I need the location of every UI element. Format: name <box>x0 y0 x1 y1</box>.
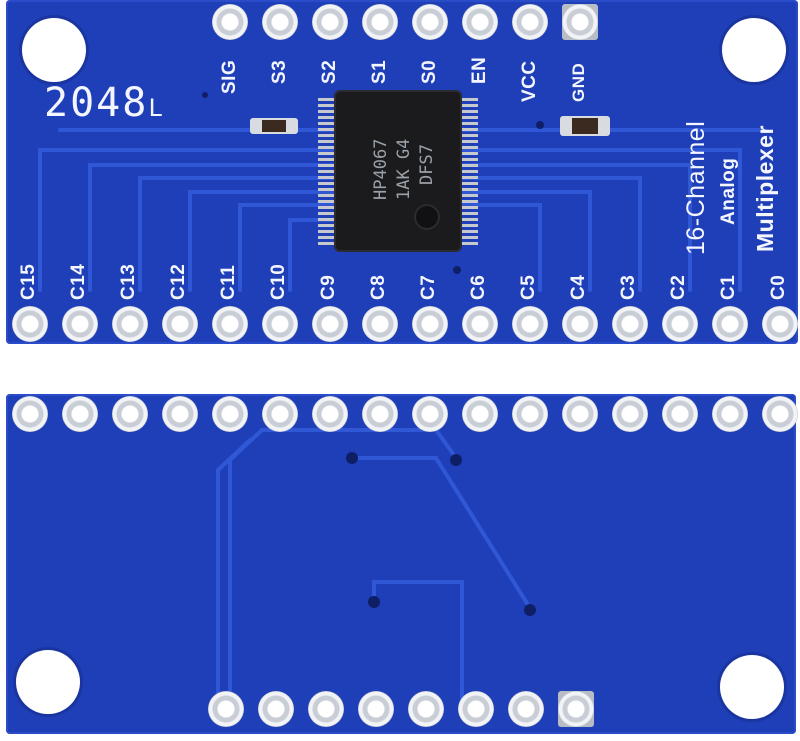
bottom-channel-pin-13 <box>612 396 648 432</box>
channel-pin-c14 <box>62 306 98 342</box>
bottom-channel-pin-8 <box>362 396 398 432</box>
bottom-header-pin-8 <box>558 691 594 727</box>
header-pin-gnd <box>562 4 598 40</box>
smd-resistor-left <box>250 118 298 134</box>
bottom-header-pin-5 <box>408 691 444 727</box>
bottom-channel-pin-14 <box>662 396 698 432</box>
header-pin-s1 <box>362 4 398 40</box>
bottom-channel-pin-5 <box>212 396 248 432</box>
header-pin-s2 <box>312 4 348 40</box>
header-pin-en <box>462 4 498 40</box>
board-number-suffix: L <box>148 94 165 122</box>
header-pin-vcc <box>512 4 548 40</box>
bottom-channel-pin-1 <box>12 396 48 432</box>
bottom-channel-pin-3 <box>112 396 148 432</box>
bottom-channel-pin-10 <box>462 396 498 432</box>
bottom-channel-pin-4 <box>162 396 198 432</box>
header-pin-s3 <box>262 4 298 40</box>
channel-pin-c13 <box>112 306 148 342</box>
channel-pin-c12 <box>162 306 198 342</box>
smd-capacitor-right <box>560 116 610 136</box>
bottom-channel-pin-9 <box>412 396 448 432</box>
bottom-channel-pin-16 <box>762 396 798 432</box>
chip-leads-right <box>460 98 478 246</box>
mounting-hole-top-left <box>22 18 86 82</box>
mounting-hole-bottom-right <box>720 655 784 719</box>
bottom-channel-pin-7 <box>312 396 348 432</box>
header-pin-sig <box>212 4 248 40</box>
channel-pin-c8 <box>362 306 398 342</box>
mounting-hole-top-right <box>722 18 786 82</box>
channel-pin-c1 <box>712 306 748 342</box>
channel-pin-c2 <box>662 306 698 342</box>
mounting-hole-bottom-left <box>16 650 80 714</box>
channel-pin-c11 <box>212 306 248 342</box>
channel-pin-c9 <box>312 306 348 342</box>
board-number: 2048L <box>44 80 165 126</box>
bottom-channel-pin-2 <box>62 396 98 432</box>
mux-ic-chip <box>336 92 460 250</box>
chip-pin1-dimple <box>414 204 440 230</box>
channel-pin-c3 <box>612 306 648 342</box>
bottom-header-pin-1 <box>208 691 244 727</box>
bottom-channel-pin-15 <box>712 396 748 432</box>
bottom-header-pin-2 <box>258 691 294 727</box>
board-bottom-view <box>6 394 796 734</box>
channel-pin-c0 <box>762 306 798 342</box>
bottom-header-pin-6 <box>458 691 494 727</box>
channel-pin-c7 <box>412 306 448 342</box>
bottom-header-pin-3 <box>308 691 344 727</box>
bottom-header-pin-7 <box>508 691 544 727</box>
channel-pin-c15 <box>12 306 48 342</box>
channel-pin-c5 <box>512 306 548 342</box>
channel-pin-c4 <box>562 306 598 342</box>
header-pin-s0 <box>412 4 448 40</box>
chip-leads-left <box>318 98 336 246</box>
channel-pin-c6 <box>462 306 498 342</box>
channel-pin-c10 <box>262 306 298 342</box>
bottom-header-pin-4 <box>358 691 394 727</box>
bottom-channel-pin-11 <box>512 396 548 432</box>
bottom-channel-pin-12 <box>562 396 598 432</box>
bottom-channel-pin-6 <box>262 396 298 432</box>
board-number-text: 2048 <box>44 80 149 126</box>
